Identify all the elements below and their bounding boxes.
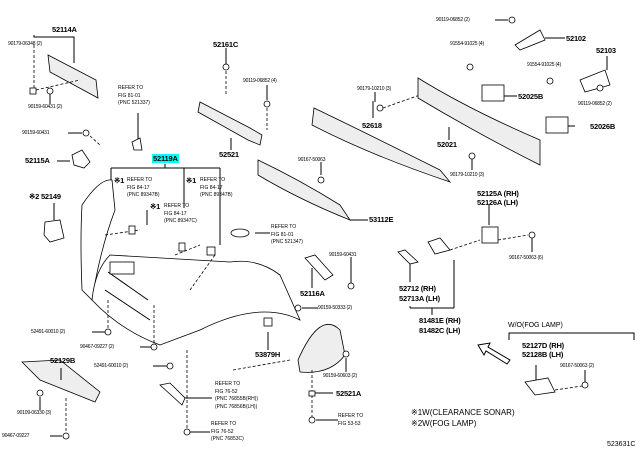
part-label-90119-06852[interactable]: 90119-06852 (2) bbox=[436, 17, 470, 23]
part-label-52025B[interactable]: 52025B bbox=[518, 92, 544, 101]
license-plate-bracket bbox=[29, 35, 99, 104]
part-label-52149[interactable]: ※2 52149 bbox=[29, 193, 61, 201]
part-label-52125A[interactable]: 52125A (RH) bbox=[477, 189, 519, 198]
part-label-90179-06348[interactable]: 90179-06348 (2) bbox=[8, 41, 42, 47]
lower-hardware bbox=[21, 300, 174, 440]
reference-note[interactable]: REFER TO FIG 81-01 (PNC 521337) bbox=[118, 85, 150, 106]
highlighted-part-number: 52119A bbox=[152, 154, 179, 163]
reference-note[interactable]: REFER TO FIG 53-53 bbox=[338, 413, 364, 427]
reference-note[interactable]: REFER TO FIG 84-17 (PNC 89347C) bbox=[164, 203, 197, 224]
part-label-52129B[interactable]: 52129B bbox=[50, 356, 76, 365]
part-label-90159-50333[interactable]: 90159-50333 (2) bbox=[318, 305, 352, 311]
part-label-52128B[interactable]: 52128B (LH) bbox=[522, 350, 564, 359]
bumper-cover bbox=[80, 179, 301, 346]
reference-note[interactable]: REFER TO FIG 76-52 (PNC 76855B(RH)) (PNC… bbox=[215, 381, 259, 410]
part-label-52161C[interactable]: 52161C bbox=[213, 40, 239, 49]
note-fog-lamp: ※2W(FOG LAMP) bbox=[411, 420, 476, 428]
energy-absorber-52618 bbox=[311, 92, 452, 183]
part-label-52115A[interactable]: 52115A bbox=[25, 156, 50, 165]
upper-retainer-52521 bbox=[197, 48, 271, 150]
bumper-reinforcement-52021 bbox=[417, 77, 541, 170]
reference-note[interactable]: REFER TO FIG 76-52 (PNC 76853C) bbox=[211, 421, 244, 442]
brackets-right bbox=[466, 16, 611, 134]
side-brackets-52125A bbox=[397, 205, 536, 315]
part-label-90467-09227[interactable]: 90467-09227 (2) bbox=[80, 344, 114, 350]
part-label-52114A[interactable]: 52114A bbox=[52, 25, 77, 34]
part-label-52127D[interactable]: 52127D (RH) bbox=[522, 341, 564, 350]
part-label-52026B[interactable]: 52026B bbox=[590, 122, 616, 131]
part-label-90159-60431[interactable]: 90159-60431 (2) bbox=[28, 104, 62, 110]
reference-note[interactable]: REFER TO FIG 84-17 (PNC 89347B) bbox=[127, 177, 160, 198]
sonar-note-mark: ※1 bbox=[186, 176, 197, 185]
part-label-90167-50063[interactable]: 90167-50063 (6) bbox=[509, 255, 543, 261]
part-label-90119-06852[interactable]: 90119-06852 (2) bbox=[578, 101, 612, 107]
reference-note[interactable]: REFER TO FIG 81-01 (PNC 521347) bbox=[271, 224, 303, 245]
without-fog-lamp-label: W/O(FOG LAMP) bbox=[508, 322, 563, 329]
part-label-53879H[interactable]: 53879H bbox=[255, 350, 281, 359]
part-label-52126A[interactable]: 52126A (LH) bbox=[477, 198, 518, 207]
note-mark: ※1 bbox=[411, 408, 423, 417]
side-retainer-52115A bbox=[57, 113, 143, 169]
part-label-90167-50063[interactable]: 90167-50063 bbox=[298, 157, 326, 163]
part-label-90159-60603[interactable]: 90159-60603 (2) bbox=[323, 373, 357, 379]
part-label-81482C[interactable]: 81482C (LH) bbox=[419, 326, 461, 335]
figure-code: 523631C bbox=[607, 441, 636, 448]
fog-lamp-cover-52149 bbox=[43, 203, 65, 243]
note-text: W(FOG LAMP) bbox=[422, 419, 477, 428]
sonar-note-mark: ※1 bbox=[150, 202, 161, 211]
part-number: 52149 bbox=[40, 192, 61, 201]
part-label-52491-60010[interactable]: 52491-60010 (2) bbox=[94, 363, 128, 369]
part-label-52521[interactable]: 52521 bbox=[219, 150, 239, 159]
part-label-90109-06330[interactable]: 90109-06330 (3) bbox=[17, 410, 51, 416]
sonar-note-mark: ※1 bbox=[114, 176, 125, 185]
side-retainer-52116A bbox=[294, 254, 355, 312]
part-label-52116A[interactable]: 52116A bbox=[300, 289, 325, 298]
part-label-91554-91025[interactable]: 91554-91025 (4) bbox=[527, 62, 561, 68]
note-mark: ※2 bbox=[411, 419, 423, 428]
part-label-52618[interactable]: 52618 bbox=[362, 121, 382, 130]
part-label-52521A[interactable]: 52521A bbox=[336, 389, 362, 398]
part-label-91554-91025[interactable]: 91554-91025 (4) bbox=[450, 41, 484, 47]
without-fog-lamp-box bbox=[477, 332, 635, 396]
part-label-52713A[interactable]: 52713A (LH) bbox=[399, 294, 440, 303]
part-label-52712[interactable]: 52712 (RH) bbox=[399, 284, 436, 293]
part-label-52103[interactable]: 52103 bbox=[596, 46, 616, 55]
part-label-81481E[interactable]: 81481E (RH) bbox=[419, 316, 461, 325]
reference-note[interactable]: REFER TO FIG 84-17 (PNC 89347B) bbox=[200, 177, 233, 198]
note-mark: ※2 bbox=[29, 192, 40, 201]
part-label-90119-06852[interactable]: 90119-06852 (4) bbox=[243, 78, 277, 84]
part-label-90159-60431[interactable]: 90159-60431 bbox=[22, 130, 50, 136]
part-label-90179-10210[interactable]: 90179-10210 (3) bbox=[357, 86, 391, 92]
part-label-52021[interactable]: 52021 bbox=[437, 140, 457, 149]
note-text: W(CLEARANCE SONAR) bbox=[422, 408, 515, 417]
part-label-90159-60431[interactable]: 90159-60431 bbox=[329, 252, 357, 258]
part-label-53112E[interactable]: 53112E bbox=[369, 215, 394, 224]
part-label-90467-09227[interactable]: 90467-09227 bbox=[2, 433, 30, 439]
lower-center-parts bbox=[159, 317, 350, 436]
part-label-52102[interactable]: 52102 bbox=[566, 34, 586, 43]
part-label-52491-60010[interactable]: 52491-60010 (2) bbox=[31, 329, 65, 335]
note-clearance-sonar: ※1W(CLEARANCE SONAR) bbox=[411, 409, 515, 417]
grille-53112E bbox=[230, 159, 368, 238]
part-label-90179-10210[interactable]: 90179-10210 (3) bbox=[450, 172, 484, 178]
part-label-52119A[interactable]: 52119A bbox=[152, 154, 179, 163]
part-label-90167-50063[interactable]: 90167-50063 (2) bbox=[560, 363, 594, 369]
